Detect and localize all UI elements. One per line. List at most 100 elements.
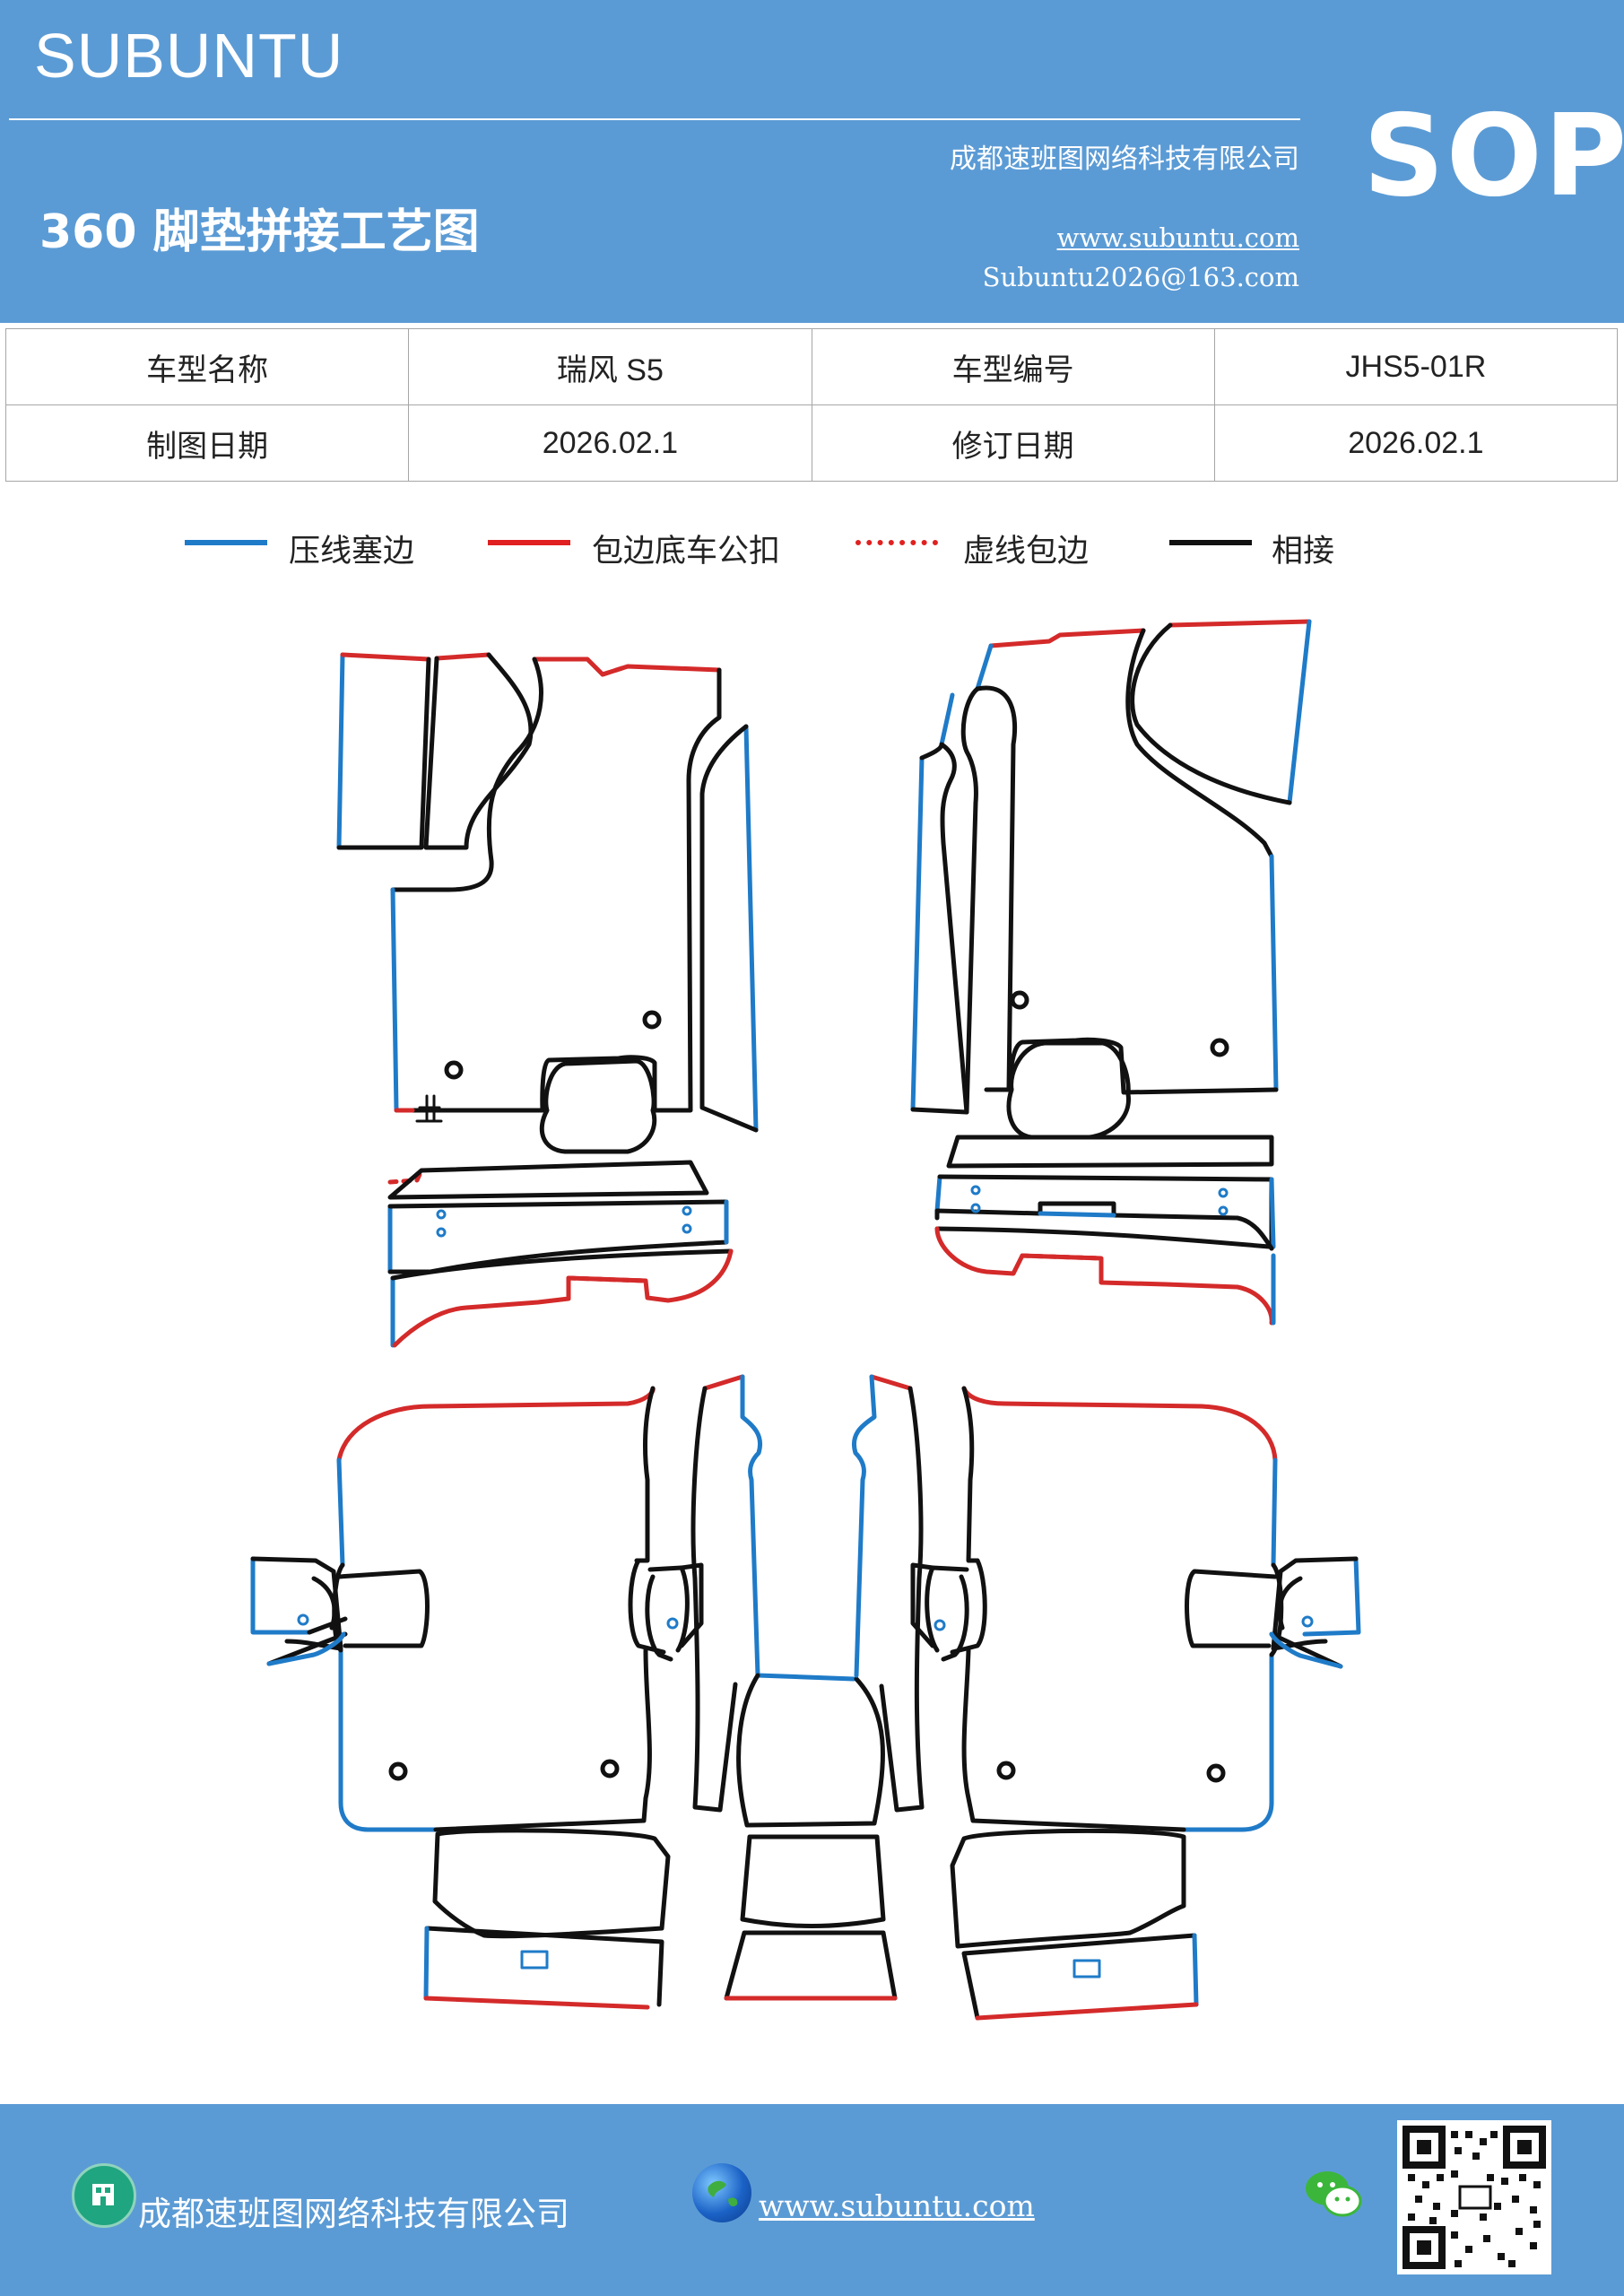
mat-piece-outline <box>925 1558 987 1662</box>
footer-banner: 成都速班图网络科技有限公司 www.subuntu.com <box>0 2104 1624 2296</box>
mat-piece-outline <box>1277 1576 1303 1631</box>
model-code-value: JHS5-01R <box>1213 328 1619 405</box>
mat-piece-outline <box>423 1996 650 2010</box>
footer-website-link[interactable]: www.subuntu.com <box>759 2188 1035 2223</box>
mat-piece-outline <box>869 1374 913 1391</box>
footer-company-name: 成都速班图网络科技有限公司 <box>138 2195 569 2233</box>
clip-hole <box>934 1619 946 1631</box>
mat-piece-outline <box>975 643 994 691</box>
mat-piece-outline <box>946 1135 1274 1169</box>
center-tunnel-group <box>690 1374 925 2001</box>
globe-icon <box>692 2163 751 2222</box>
draw-date-label: 制图日期 <box>4 404 410 482</box>
mat-piece-outline <box>975 685 1018 1092</box>
mat-piece-outline <box>387 1160 709 1200</box>
mat-piece-outline <box>740 1374 762 1678</box>
floor-mat-diagram <box>250 619 1361 2021</box>
qr-code[interactable] <box>1397 2120 1551 2274</box>
mat-piece-outline <box>336 1457 439 1832</box>
mat-piece-outline <box>250 1556 348 1666</box>
clip-hole <box>642 1010 662 1030</box>
header-divider <box>9 118 1300 120</box>
mat-piece-outline <box>392 1248 734 1348</box>
mat-piece-outline <box>1185 1569 1278 1648</box>
brand-logo: SUBUNTU <box>34 21 344 91</box>
mat-piece-outline <box>1130 622 1292 805</box>
model-name-value: 瑞风 S5 <box>408 328 812 405</box>
mat-piece-outline <box>340 652 431 662</box>
clip-hole <box>1218 1205 1229 1216</box>
mat-piece-outline <box>566 1275 648 1283</box>
mat-piece-outline <box>910 742 969 1115</box>
clip-hole <box>1301 1615 1314 1628</box>
clip-slot <box>1073 1959 1101 1979</box>
mat-piece-outline <box>740 1834 886 1928</box>
table-row: 制图日期 2026.02.1 修订日期 2026.02.1 <box>4 404 1619 482</box>
email-address[interactable]: Subuntu2026@163.com <box>982 262 1299 292</box>
legend-swatch-red <box>488 540 570 545</box>
front-right-mat-group <box>910 619 1312 1326</box>
rear-left-mat-group <box>250 1386 704 2010</box>
mat-piece-outline <box>1192 1933 1199 2007</box>
mat-piece-outline <box>939 692 955 747</box>
mat-piece-outline <box>910 755 925 1112</box>
mat-piece-outline <box>423 1926 430 2001</box>
company-name: 成都速班图网络科技有限公司 <box>950 144 1299 175</box>
mat-piece-outline <box>433 1386 656 1832</box>
legend-label: 包边底车公扣 <box>592 534 781 570</box>
page-title: 360 脚垫拼接工艺图 <box>39 205 480 259</box>
mat-piece-outline <box>1269 1177 1276 1249</box>
clip-hole <box>436 1209 447 1220</box>
mat-piece-outline <box>266 1631 346 1666</box>
mat-piece-outline <box>679 1562 704 1648</box>
mat-piece-outline <box>1038 1211 1116 1218</box>
mat-piece-outline <box>250 1556 312 1635</box>
mat-piece-outline <box>423 652 534 850</box>
wechat-icon[interactable] <box>1302 2167 1365 2221</box>
clip-hole <box>1010 990 1029 1010</box>
mat-piece-outline <box>934 1226 1272 1249</box>
mat-piece-outline <box>960 686 980 1115</box>
model-name-label: 车型名称 <box>4 328 410 405</box>
table-row: 车型名称 瑞风 S5 车型编号 JHS5-01R <box>4 328 1619 405</box>
mat-piece-outline <box>743 724 759 1133</box>
mat-piece-outline <box>390 657 722 1113</box>
mat-piece-outline <box>1287 619 1312 805</box>
vehicle-info-table: 车型名称 瑞风 S5 车型编号 JHS5-01R 制图日期 2026.02.1 … <box>4 328 1619 482</box>
mat-piece-outline <box>390 887 399 1113</box>
mat-piece-outline <box>961 1386 1186 1832</box>
model-code-label: 车型编号 <box>811 328 1215 405</box>
clip-hole <box>1218 1187 1229 1198</box>
mat-piece-outline <box>934 1174 942 1213</box>
front-left-mat-group <box>336 652 759 1348</box>
legend-label: 相接 <box>1272 534 1335 570</box>
mat-piece-outline <box>307 1576 348 1635</box>
legend-swatch-black <box>1169 540 1252 545</box>
mat-piece-outline <box>724 1930 898 2001</box>
rear-right-mat-group <box>910 1386 1361 2021</box>
mat-piece-outline <box>702 1374 745 1391</box>
clip-hole <box>444 1060 464 1080</box>
mat-piece-outline <box>699 724 759 1133</box>
mat-piece-outline <box>755 1673 856 1682</box>
mat-piece-outline <box>988 628 1146 648</box>
mat-piece-outline <box>434 652 491 661</box>
revision-date-value: 2026.02.1 <box>1213 404 1619 482</box>
clip-hole <box>970 1203 981 1213</box>
mat-piece-outline <box>1125 628 1274 859</box>
mat-piece-outline <box>336 652 345 850</box>
mat-piece-outline <box>961 1933 1197 2021</box>
mat-piece-outline <box>628 1558 690 1662</box>
website-link[interactable]: www.subuntu.com <box>1056 222 1299 253</box>
header-banner: SUBUNTU 成都速班图网络科技有限公司 360 脚垫拼接工艺图 www.su… <box>0 0 1624 323</box>
sop-badge: SOP <box>1363 90 1624 222</box>
building-icon <box>72 2163 136 2228</box>
mat-piece-outline <box>879 1386 925 1813</box>
clip-hole <box>297 1613 309 1626</box>
mat-piece-outline <box>852 1374 877 1678</box>
mat-piece-outline <box>1269 1556 1359 1669</box>
mat-piece-outline <box>424 1926 664 2007</box>
mat-piece-outline <box>736 1673 885 1828</box>
mat-piece-outline <box>1020 1253 1104 1261</box>
legend-swatch-blue <box>185 540 267 545</box>
